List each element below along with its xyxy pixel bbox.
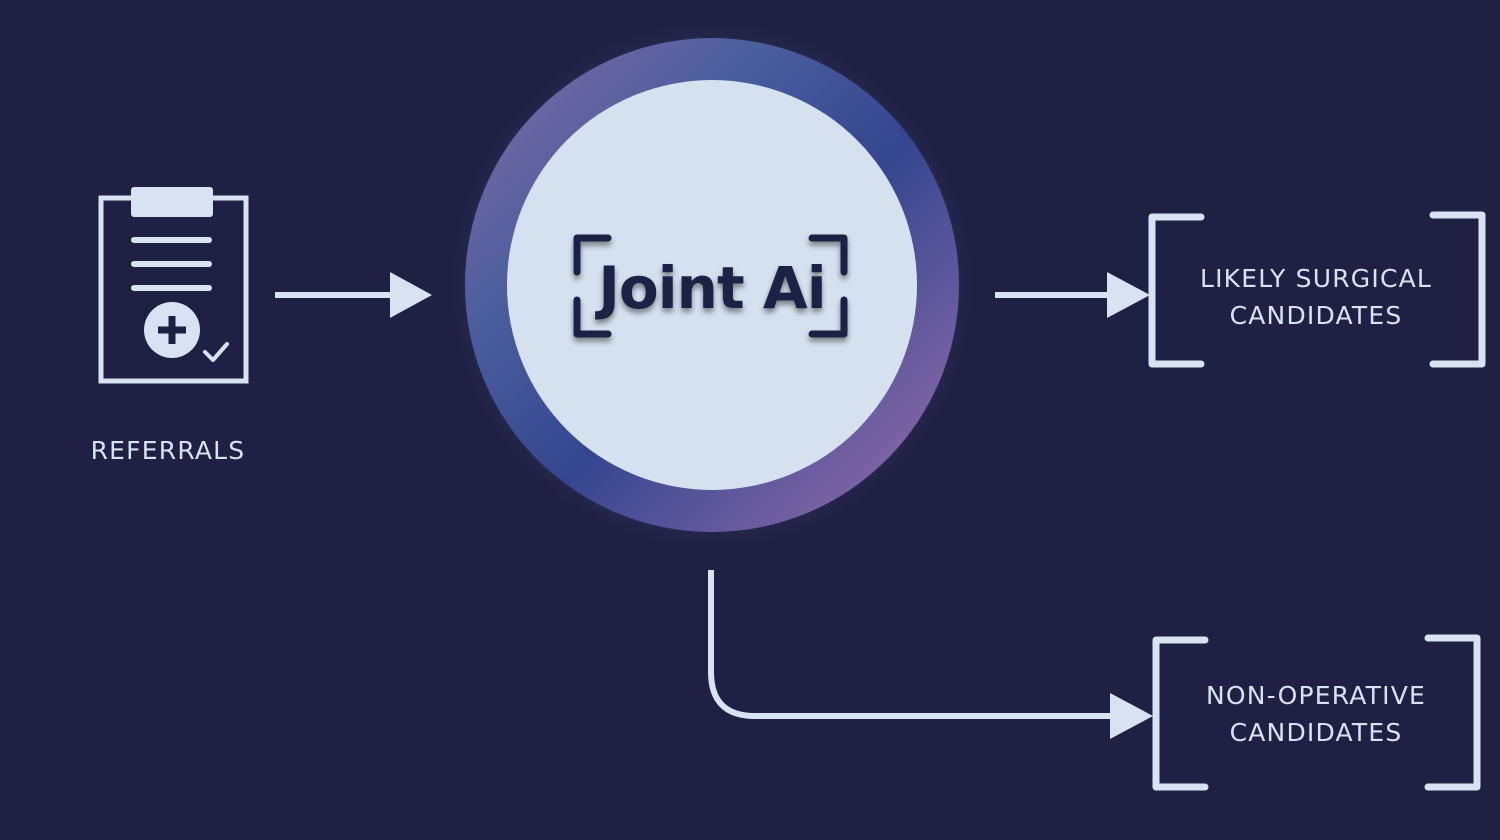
joint-ai-hub: Joint Ai (444, 17, 980, 553)
clipboard-plus-check-icon (98, 187, 249, 384)
nonoperative-candidates-box (1152, 634, 1481, 791)
referrals-label: REFERRALS (90, 436, 246, 465)
focus-brackets-icon (573, 234, 848, 338)
surgical-candidates-label: LIKELY SURGICAL CANDIDATES (1199, 264, 1433, 330)
arrow-to-surgical (995, 272, 1150, 318)
nonoperative-candidates-label: NON-OPERATIVE CANDIDATES (1205, 681, 1426, 747)
surgical-candidates-box (1148, 211, 1486, 368)
arrow-to-hub (275, 272, 432, 318)
hub-title: Joint Ai (594, 254, 825, 322)
arrow-to-nonoperative (708, 570, 1153, 739)
